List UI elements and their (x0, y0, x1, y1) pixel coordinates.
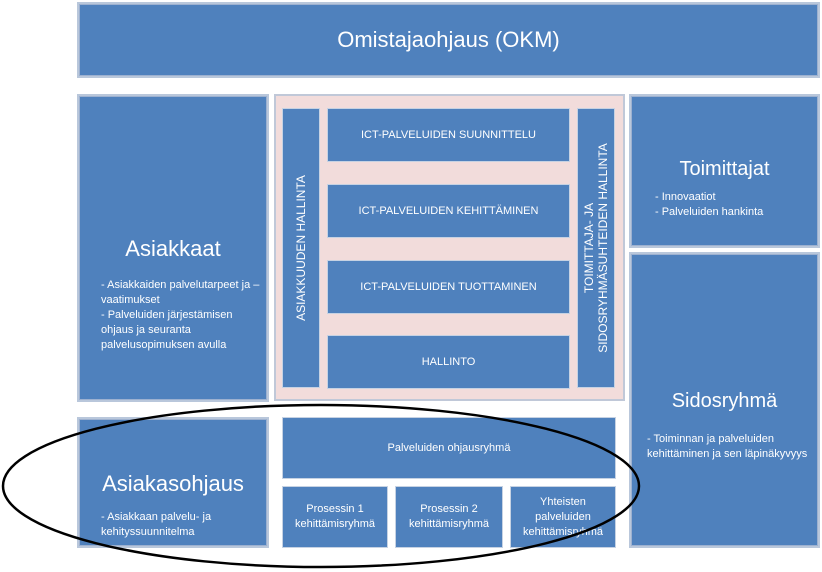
process2-group-box: Prosessin 2 kehittämisryhmä (395, 486, 503, 548)
stakeholders-list: - Toiminnan ja palveluiden kehittäminen … (647, 432, 815, 462)
process2-line1: Prosessin 2 (420, 503, 478, 515)
ict-development-box: ICT-PALVELUIDEN KEHITTÄMINEN (327, 184, 570, 238)
steering-group-label: Palveluiden ohjausryhmä (387, 441, 511, 454)
ict-planning-label: ICT-PALVELUIDEN SUUNNITTELU (360, 128, 536, 141)
stakeholders-title: Sidosryhmä (671, 390, 778, 412)
common-services-group-label: Yhteisten palveluiden kehittämisryhmä (523, 495, 603, 540)
customer-steering-title: Asiakasohjaus (102, 471, 244, 496)
common-services-group-box: Yhteisten palveluiden kehittämisryhmä (510, 486, 616, 548)
common-line2: palveluiden (535, 510, 591, 523)
ict-planning-box: ICT-PALVELUIDEN SUUNNITTELU (327, 108, 570, 162)
process1-line2: kehittämisryhmä (294, 518, 376, 530)
suppliers-list: - Innovaatiot - Palveluiden hankinta (655, 190, 815, 220)
process1-group-box: Prosessin 1 kehittämisryhmä (282, 486, 388, 548)
administration-box: HALLINTO (327, 335, 570, 389)
suppliers-title: Toimittajat (679, 158, 770, 180)
ict-development-label: ICT-PALVELUIDEN KEHITTÄMINEN (358, 204, 539, 217)
customer-management-label: ASIAKKUUDEN HALLINTA (294, 175, 308, 321)
list-item: - Palveluiden järjestämisen ohjaus ja se… (101, 309, 233, 351)
suppliers-box: Toimittajat - Innovaatiot - Palveluiden … (629, 94, 820, 248)
list-item: - Palveluiden hankinta (655, 206, 764, 218)
supplier-stakeholder-management-box: TOIMITTAJA- JA SIDOSRYHMÄSUHTEIDEN HALLI… (577, 108, 615, 388)
common-line1: Yhteisten (540, 495, 586, 508)
process1-group-label: Prosessin 1 kehittämisryhmä (295, 502, 375, 532)
owner-steering-box: Omistajaohjaus (OKM) (77, 2, 820, 78)
process2-line2: kehittämisryhmä (408, 518, 490, 530)
customer-steering-box: Asiakasohjaus - Asiakkaan palvelu- ja ke… (77, 417, 269, 548)
list-item: - Asiakkaiden palvelutarpeet ja – vaatim… (101, 279, 260, 306)
supplier-stakeholder-line1: TOIMITTAJA- JA (582, 202, 596, 294)
supplier-stakeholder-management-label: TOIMITTAJA- JA SIDOSRYHMÄSUHTEIDEN HALLI… (582, 143, 610, 353)
customers-title: Asiakkaat (125, 236, 221, 261)
customers-box: Asiakkaat - Asiakkaiden palvelutarpeet j… (77, 94, 269, 402)
owner-steering-title: Omistajaohjaus (OKM) (337, 27, 560, 52)
stakeholders-box: Sidosryhmä - Toiminnan ja palveluiden ke… (629, 252, 820, 548)
supplier-stakeholder-line2: SIDOSRYHMÄSUHTEIDEN HALLINTA (596, 143, 610, 353)
administration-label: HALLINTO (421, 355, 476, 368)
common-line3: kehittämisryhmä (522, 525, 604, 538)
customer-management-box: ASIAKKUUDEN HALLINTA (282, 108, 320, 388)
process2-group-label: Prosessin 2 kehittämisryhmä (409, 502, 489, 532)
process1-line1: Prosessin 1 (306, 503, 364, 515)
customers-list: - Asiakkaiden palvelutarpeet ja – vaatim… (101, 278, 261, 353)
list-item: - Innovaatiot (655, 191, 716, 203)
ict-production-label: ICT-PALVELUIDEN TUOTTAMINEN (360, 280, 537, 293)
steering-group-box: Palveluiden ohjausryhmä (282, 417, 616, 479)
list-item: - Toiminnan ja palveluiden kehittäminen … (647, 433, 808, 460)
list-item: - Asiakkaan palvelu- ja kehityssuunnitel… (101, 511, 212, 538)
customer-steering-list: - Asiakkaan palvelu- ja kehityssuunnitel… (101, 510, 261, 540)
ict-production-box: ICT-PALVELUIDEN TUOTTAMINEN (327, 260, 570, 314)
